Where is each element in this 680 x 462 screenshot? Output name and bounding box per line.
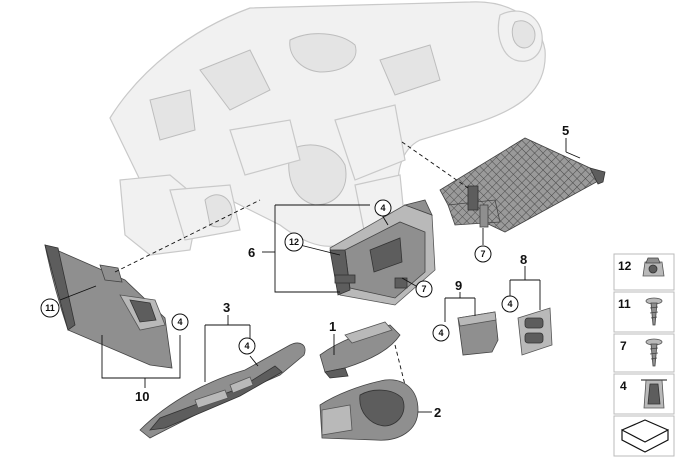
callout-labels: 5 6 8 9 3 1 10 2: [135, 123, 569, 420]
callout-6: 6: [248, 245, 255, 260]
part-1-column-trim-upper: [319, 321, 401, 379]
ref-circle-4: 4: [238, 337, 256, 355]
spring-clip-icon: [641, 379, 667, 409]
svg-text:7: 7: [620, 339, 627, 353]
ref-circle-4: 4: [501, 295, 519, 313]
svg-text:4: 4: [438, 328, 443, 338]
diagram-symbol-icon: [613, 415, 675, 457]
svg-text:7: 7: [421, 284, 426, 294]
callout-10: 10: [135, 389, 149, 404]
ref-circle-7: 7: [415, 280, 433, 298]
part-8-switch-panel: [517, 307, 553, 356]
part-6-bracket: [329, 199, 436, 306]
part-9-cover: [457, 311, 499, 356]
callout-1: 1: [329, 319, 336, 334]
svg-text:4: 4: [507, 299, 512, 309]
svg-text:11: 11: [45, 303, 55, 313]
svg-text:12: 12: [289, 237, 299, 247]
callout-5: 5: [562, 123, 569, 138]
part-2-column-trim-lower: [319, 379, 419, 441]
screw-icon: [645, 338, 663, 367]
circled-refs: 4 12 7 7 4 4 11 4: [40, 199, 519, 355]
legend-item-11: 11: [613, 291, 675, 333]
svg-text:12: 12: [618, 259, 632, 273]
svg-text:4: 4: [244, 341, 249, 351]
ref-circle-4: 4: [432, 324, 450, 342]
ref-circle-4: 4: [374, 199, 392, 217]
svg-text:4: 4: [177, 317, 182, 327]
callout-9: 9: [455, 278, 462, 293]
leader-lines: [59, 138, 581, 413]
part-10-side-panel: [44, 244, 173, 369]
svg-text:4: 4: [620, 379, 627, 393]
ref-circle-7: 7: [474, 245, 492, 263]
ref-circle-12: 12: [284, 232, 304, 252]
dash-leader-1-2: [394, 344, 406, 386]
clip-nut-icon: [642, 257, 665, 277]
callout-3: 3: [223, 300, 230, 315]
callout-2: 2: [434, 405, 441, 420]
screw-icon: [645, 297, 663, 326]
legend-item-7: 7: [613, 333, 675, 373]
legend-item-12: 12: [613, 253, 675, 291]
part-3-trim-strip: [139, 342, 306, 439]
callout-8: 8: [520, 252, 527, 267]
svg-text:11: 11: [618, 297, 631, 311]
ref-circle-11: 11: [40, 298, 60, 318]
ref-circle-4: 4: [171, 313, 189, 331]
dash-leader-10: [114, 199, 261, 273]
dashboard-ghost: [109, 1, 546, 256]
legend-item-4: 4: [613, 373, 675, 415]
svg-text:4: 4: [380, 203, 385, 213]
part-5-mesh-bracket: [401, 137, 606, 233]
fastener-legend: 12 11 7: [613, 253, 675, 457]
svg-text:7: 7: [480, 249, 485, 259]
